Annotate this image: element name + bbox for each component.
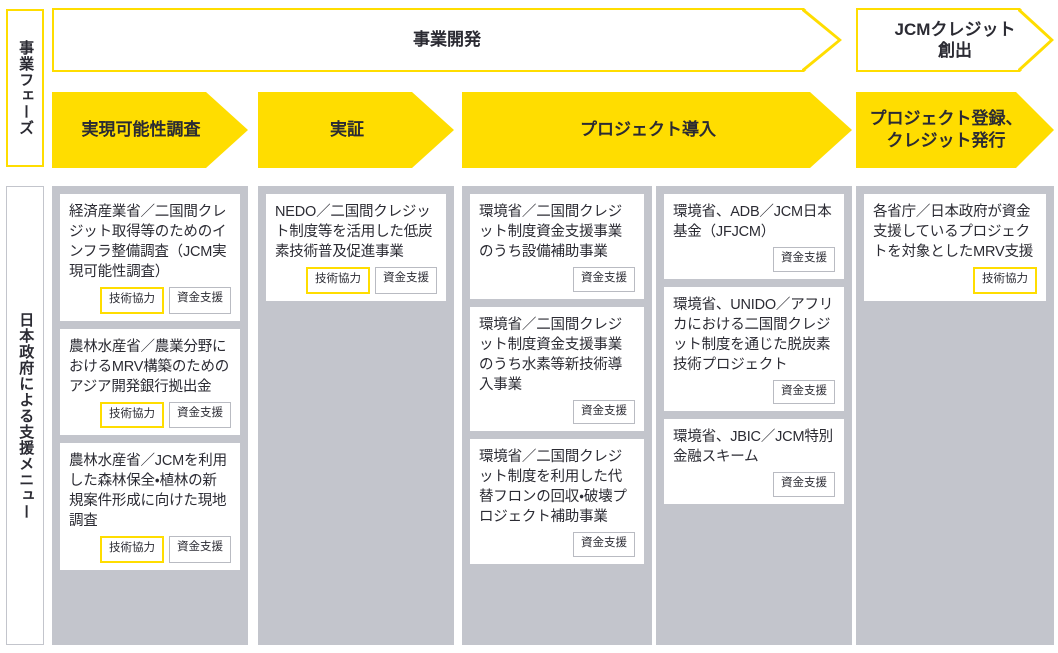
column-demonstration: NEDO／二国間クレジット制度等を活用した低炭素技術普及促進事業技術協力資金支援 — [258, 186, 454, 645]
tag-financial-support: 資金支援 — [573, 267, 635, 292]
support-menu-card[interactable]: 環境省／二国間クレジット制度資金支援事業のうち水素等新技術導入事業資金支援 — [470, 306, 644, 431]
support-menu-card[interactable]: 環境省、JBIC／JCM特別金融スキーム資金支援 — [664, 419, 844, 504]
support-menu-card-text: 農林水産省／JCMを利用した森林保全・植林の新規案件形成に向けた現地調査 — [69, 453, 227, 529]
support-type-tag-row: 資金支援 — [673, 379, 835, 404]
support-menu-card[interactable]: 農林水産省／農業分野におけるMRV構築のためのアジア開発銀行拠出金技術協力資金支… — [60, 328, 240, 435]
phase-demonstration-label: 実証 — [330, 119, 364, 139]
support-menu-card-text: 各省庁／日本政府が資金支援しているプロジェクトを対象としたMRV支援 — [873, 204, 1034, 260]
support-menu-card[interactable]: 環境省、ADB／JCM日本基金（JFJCM） 資金支援 — [664, 194, 844, 279]
tag-technical-cooperation: 技術協力 — [306, 267, 370, 294]
support-type-tag-row: 技術協力 — [873, 267, 1037, 294]
band-jcm-credit-creation: JCMクレジット創出 — [856, 8, 1054, 72]
support-menu-card-text: 環境省／二国間クレジット制度資金支援事業のうち設備補助事業 — [479, 204, 622, 260]
support-menu-card-text: 環境省、JBIC／JCM特別金融スキーム — [673, 429, 833, 465]
support-type-tag-row: 技術協力資金支援 — [69, 401, 231, 428]
support-type-tag-row: 資金支援 — [673, 472, 835, 497]
support-menu-side-label-text: 日本政府による支援メニュー — [17, 311, 35, 520]
column-project-implementation-b: 環境省、ADB／JCM日本基金（JFJCM）資金支援環境省、UNIDO／アフリカ… — [656, 186, 852, 645]
support-menu-side-label: 日本政府による支援メニュー — [6, 186, 44, 645]
support-menu-card[interactable]: 経済産業省／二国間クレジット取得等のためのインフラ整備調査（JCM実現可能性調査… — [60, 194, 240, 321]
support-menu-card[interactable]: 各省庁／日本政府が資金支援しているプロジェクトを対象としたMRV支援技術協力 — [864, 194, 1046, 301]
column-feasibility-study: 経済産業省／二国間クレジット取得等のためのインフラ整備調査（JCM実現可能性調査… — [52, 186, 248, 645]
support-menu-card-text: 経済産業省／二国間クレジット取得等のためのインフラ整備調査（JCM実現可能性調査… — [69, 204, 227, 280]
phase-project-implementation-label: プロジェクト導入 — [580, 119, 716, 139]
phase-feasibility-study[interactable]: 実現可能性調査 — [52, 92, 248, 168]
column-project-registration: 各省庁／日本政府が資金支援しているプロジェクトを対象としたMRV支援技術協力 — [856, 186, 1054, 645]
support-type-tag-row: 技術協力資金支援 — [69, 536, 231, 563]
band-business-development: 事業開発 — [52, 8, 842, 72]
tag-financial-support: 資金支援 — [773, 379, 835, 404]
tag-technical-cooperation: 技術協力 — [100, 401, 164, 428]
support-menu-card[interactable]: 環境省／二国間クレジット制度資金支援事業のうち設備補助事業資金支援 — [470, 194, 644, 299]
support-menu-card-text: 環境省、ADB／JCM日本基金（JFJCM） — [673, 204, 832, 240]
tag-financial-support: 資金支援 — [169, 401, 231, 428]
phase-header-side-label-text: 事業フェーズ — [17, 40, 35, 136]
support-type-tag-row: 資金支援 — [479, 399, 635, 424]
phase-project-implementation[interactable]: プロジェクト導入 — [462, 92, 852, 168]
phase-header: 事業フェーズ 事業開発 JCMクレジット創出 実現可能性調査 実証 プロジェクト… — [0, 0, 1058, 176]
tag-financial-support: 資金支援 — [573, 399, 635, 424]
tag-technical-cooperation: 技術協力 — [973, 267, 1037, 294]
support-menu-card[interactable]: NEDO／二国間クレジット制度等を活用した低炭素技術普及促進事業技術協力資金支援 — [266, 194, 446, 301]
support-menu-card-text: 農林水産省／農業分野におけるMRV構築のためのアジア開発銀行拠出金 — [69, 338, 230, 395]
phase-project-registration-label: プロジェクト登録、クレジット発行 — [869, 108, 1023, 150]
tag-financial-support: 資金支援 — [169, 287, 231, 314]
tag-financial-support: 資金支援 — [773, 247, 835, 272]
tag-financial-support: 資金支援 — [375, 267, 437, 294]
arrow-outline-icon — [802, 8, 842, 72]
support-menu-card[interactable]: 農林水産省／JCMを利用した森林保全・植林の新規案件形成に向けた現地調査技術協力… — [60, 443, 240, 570]
support-menu-card[interactable]: 環境省、UNIDO／アフリカにおける二国間クレジット制度を通じた脱炭素技術プロジ… — [664, 286, 844, 411]
band-jcm-credit-creation-label: JCMクレジット創出 — [894, 19, 1016, 60]
support-menu-card[interactable]: 環境省／二国間クレジット制度を利用した代替フロンの回収・破壊プロジェクト補助事業… — [470, 439, 644, 564]
phase-project-registration[interactable]: プロジェクト登録、クレジット発行 — [856, 92, 1054, 168]
support-type-tag-row: 技術協力資金支援 — [275, 267, 437, 294]
band-business-development-label: 事業開発 — [413, 30, 481, 50]
support-menu-body: 日本政府による支援メニュー 経済産業省／二国間クレジット取得等のためのインフラ整… — [0, 186, 1058, 645]
support-type-tag-row: 技術協力資金支援 — [69, 287, 231, 314]
phase-header-side-label: 事業フェーズ — [6, 9, 44, 167]
tag-technical-cooperation: 技術協力 — [100, 287, 164, 314]
tag-financial-support: 資金支援 — [773, 472, 835, 497]
support-menu-card-text: 環境省、UNIDO／アフリカにおける二国間クレジット制度を通じた脱炭素技術プロジ… — [673, 296, 834, 373]
support-type-tag-row: 資金支援 — [479, 532, 635, 557]
support-menu-card-text: NEDO／二国間クレジット制度等を活用した低炭素技術普及促進事業 — [275, 204, 433, 260]
arrow-outline-icon — [1018, 8, 1054, 72]
support-type-tag-row: 資金支援 — [479, 267, 635, 292]
tag-financial-support: 資金支援 — [573, 532, 635, 557]
support-menu-card-text: 環境省／二国間クレジット制度資金支援事業のうち水素等新技術導入事業 — [479, 316, 622, 393]
support-type-tag-row: 資金支援 — [673, 247, 835, 272]
support-menu-card-text: 環境省／二国間クレジット制度を利用した代替フロンの回収・破壊プロジェクト補助事業 — [479, 449, 627, 525]
column-project-implementation-a: 環境省／二国間クレジット制度資金支援事業のうち設備補助事業資金支援環境省／二国間… — [462, 186, 652, 645]
phase-feasibility-study-label: 実現可能性調査 — [81, 119, 201, 139]
phase-demonstration[interactable]: 実証 — [258, 92, 454, 168]
tag-financial-support: 資金支援 — [169, 536, 231, 563]
tag-technical-cooperation: 技術協力 — [100, 536, 164, 563]
